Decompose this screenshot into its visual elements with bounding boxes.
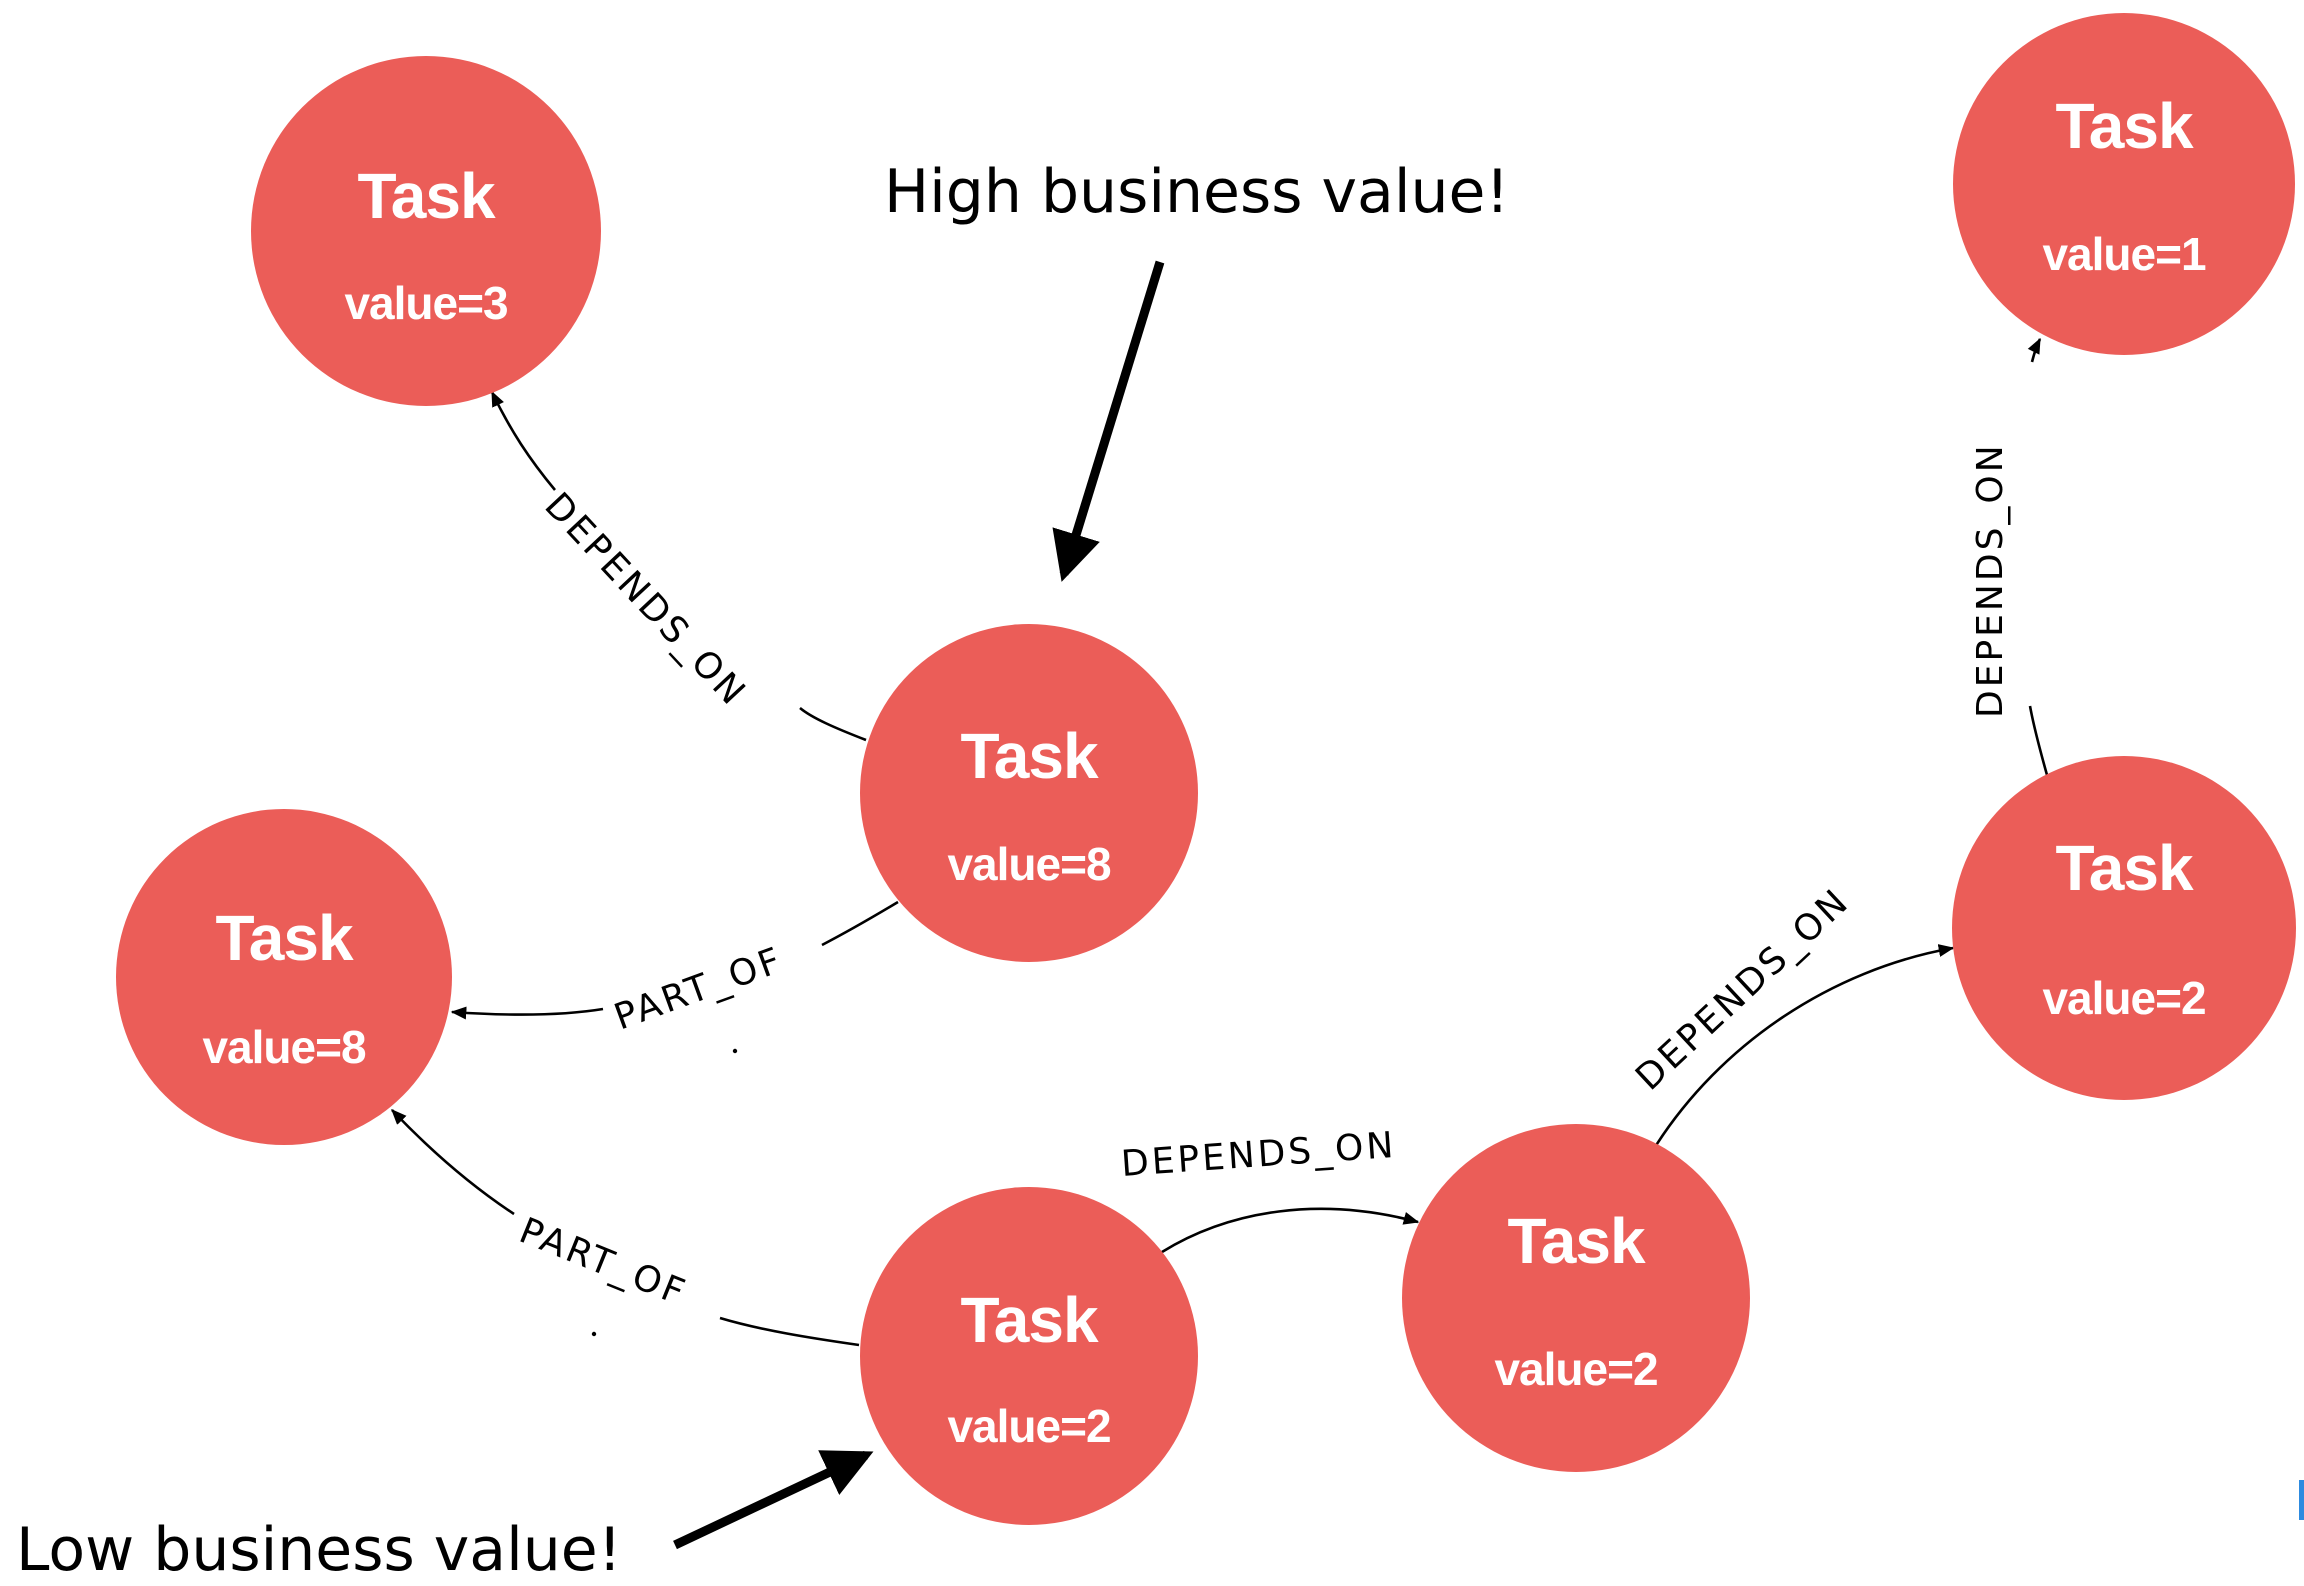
edge-bottomright-to-right [1653, 944, 1955, 1148]
edge-label-right-topright: DEPENDS_ON [1970, 442, 2011, 718]
task-node-bottom-right[interactable]: Task value=2 [1402, 1124, 1750, 1472]
node-value: value=3 [344, 277, 507, 329]
edge-label-dot [591, 1331, 597, 1337]
edge-bottom-to-left-head [391, 1109, 515, 1216]
node-title: Task [1507, 1205, 1646, 1277]
edge-bottom-to-bottomright [1161, 1207, 1420, 1254]
edge-center-to-topleft-head [490, 390, 556, 491]
edge-label-dot [732, 1048, 738, 1054]
node-value: value=2 [947, 1400, 1110, 1452]
callout-low-arrow [673, 1450, 874, 1550]
task-node-top-right[interactable]: Task value=1 [1953, 13, 2295, 355]
edge-bottom-to-left [719, 1316, 860, 1347]
node-title: Task [357, 160, 496, 232]
node-value: value=1 [2042, 228, 2205, 280]
task-node-bottom-low[interactable]: Task value=2 [860, 1187, 1198, 1525]
task-node-top-left[interactable]: Task value=3 [251, 56, 601, 406]
edge-label-center-topleft: DEPENDS_ON [536, 485, 754, 715]
callout-high-arrow [1052, 260, 1165, 582]
node-title: Task [2055, 90, 2194, 162]
edge-label-bottomright-right: DEPENDS_ON [1628, 881, 1858, 1099]
node-value: value=2 [2042, 972, 2205, 1024]
task-node-right[interactable]: Task value=2 [1952, 756, 2296, 1100]
edge-right-to-topright [2028, 705, 2049, 776]
edge-right-to-topright-head [2027, 337, 2042, 363]
node-title: Task [960, 1284, 1099, 1356]
node-value: value=8 [202, 1021, 365, 1073]
callout-high-business-value: High business value! [884, 157, 1510, 227]
edge-label-bottom-bottomright: DEPENDS_ON [1120, 1125, 1398, 1185]
node-value: value=2 [1494, 1343, 1657, 1395]
task-node-left[interactable]: Task value=8 [116, 809, 452, 1145]
node-value: value=8 [947, 838, 1110, 890]
node-title: Task [960, 720, 1099, 792]
node-title: Task [2055, 832, 2194, 904]
edge-center-to-left-head [450, 1006, 604, 1020]
edge-label-center-left: PART_OF [609, 940, 789, 1039]
edge-label-bottom-left: PART_OF [514, 1210, 693, 1314]
edge-fragment [2299, 1480, 2304, 1520]
callout-low-business-value: Low business value! [16, 1515, 622, 1585]
edge-center-to-topleft [799, 706, 867, 742]
edge-center-to-left [821, 900, 899, 947]
task-node-center-high[interactable]: Task value=8 [860, 624, 1198, 962]
node-title: Task [215, 902, 354, 974]
